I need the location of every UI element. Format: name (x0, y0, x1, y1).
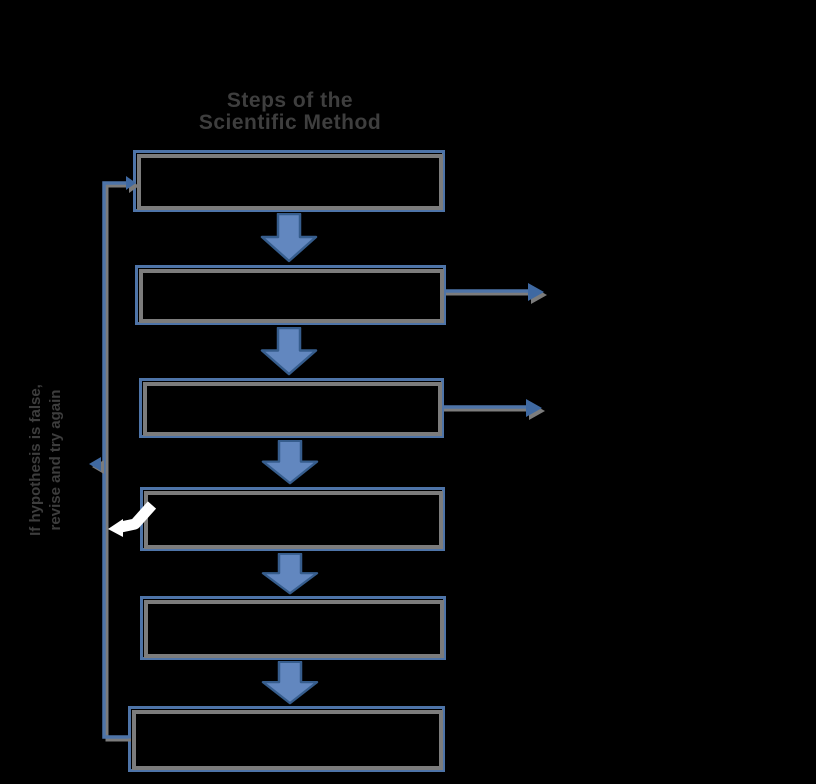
page-title-line2: Scientific Method (198, 111, 382, 134)
loop-label-line2: revise and try again (47, 389, 64, 531)
feedback-loop-line (89, 176, 139, 742)
loop-arrowhead-icon (126, 176, 136, 190)
down-arrow-icon-5 (261, 661, 319, 705)
loop-pointer-icon (89, 457, 101, 471)
vertical-loop-label: If hypothesis is false, revise and try a… (25, 372, 71, 548)
down-arrow-icon-4 (261, 553, 319, 595)
down-arrow-icon-2 (260, 327, 318, 376)
flow-box-2 (135, 265, 446, 325)
side-arrow-2 (444, 399, 545, 420)
loop-label-line1: If hypothesis is false, (27, 384, 44, 536)
page-title-line1: Steps of the (226, 89, 354, 112)
flow-box-4 (140, 487, 445, 551)
flow-box-6 (128, 706, 445, 772)
page-title: Steps of the Scientific Method (150, 90, 430, 134)
down-arrow-icon-3 (261, 440, 319, 485)
down-arrow-icon-1 (260, 213, 318, 263)
flow-box-5 (140, 596, 446, 660)
flow-box-1 (133, 150, 445, 212)
side-arrow-1 (446, 283, 547, 304)
white-curved-arrow-icon (108, 501, 157, 537)
flow-box-3 (139, 378, 444, 438)
